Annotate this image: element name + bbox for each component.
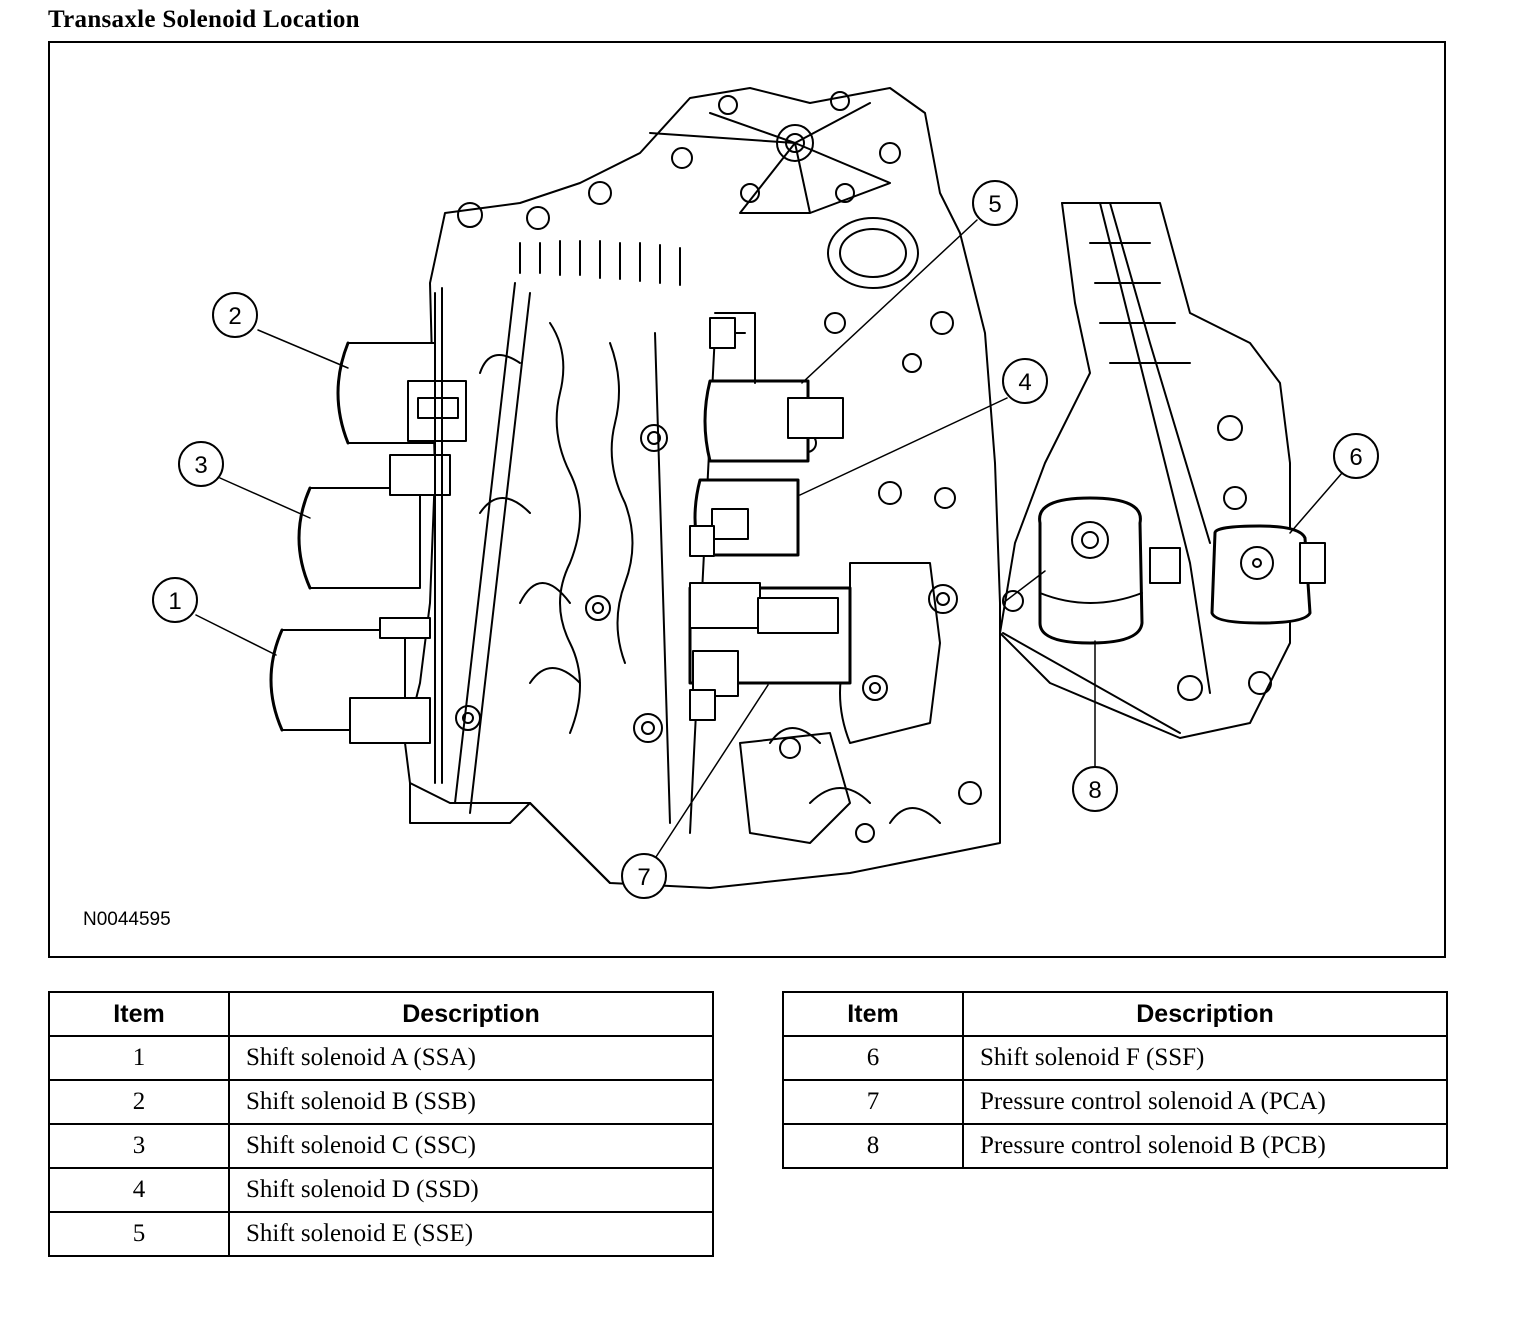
item-description: Shift solenoid F (SSF) bbox=[962, 1035, 1448, 1081]
table-row: 2 Shift solenoid B (SSB) bbox=[48, 1079, 714, 1125]
item-description: Shift solenoid A (SSA) bbox=[228, 1035, 714, 1081]
item-description: Pressure control solenoid B (PCB) bbox=[962, 1123, 1448, 1169]
solenoid-6-ssf bbox=[1149, 524, 1326, 625]
description-column-header: Description bbox=[962, 991, 1448, 1037]
table-row: 6 Shift solenoid F (SSF) bbox=[782, 1035, 1448, 1081]
solenoid-4-ssd bbox=[689, 478, 800, 557]
table-row: 7 Pressure control solenoid A (PCA) bbox=[782, 1079, 1448, 1125]
table-row: 4 Shift solenoid D (SSD) bbox=[48, 1167, 714, 1213]
figure-code: N0044595 bbox=[83, 909, 171, 930]
solenoid-diagram: 2 3 1 5 4 6 7 8 N0044595 bbox=[48, 41, 1446, 958]
solenoid-2-ssb bbox=[336, 341, 467, 445]
item-number: 3 bbox=[48, 1123, 230, 1169]
item-description: Shift solenoid E (SSE) bbox=[228, 1211, 714, 1257]
item-description: Pressure control solenoid A (PCA) bbox=[962, 1079, 1448, 1125]
item-description: Shift solenoid B (SSB) bbox=[228, 1079, 714, 1125]
legend-header-row: Item Description bbox=[48, 991, 714, 1037]
item-number: 4 bbox=[48, 1167, 230, 1213]
item-number: 5 bbox=[48, 1211, 230, 1257]
table-row: 1 Shift solenoid A (SSA) bbox=[48, 1035, 714, 1081]
table-row: 3 Shift solenoid C (SSC) bbox=[48, 1123, 714, 1169]
description-column-header: Description bbox=[228, 991, 714, 1037]
item-column-header: Item bbox=[48, 991, 230, 1037]
legend-table-right: Item Description 6 Shift solenoid F (SSF… bbox=[782, 991, 1448, 1169]
item-number: 1 bbox=[48, 1035, 230, 1081]
item-description: Shift solenoid D (SSD) bbox=[228, 1167, 714, 1213]
legend-header-row: Item Description bbox=[782, 991, 1448, 1037]
callout-leaders bbox=[195, 219, 1343, 861]
valve-body-illustration bbox=[195, 87, 1343, 889]
solenoid-1-ssa bbox=[269, 617, 431, 744]
table-row: 5 Shift solenoid E (SSE) bbox=[48, 1211, 714, 1257]
item-description: Shift solenoid C (SSC) bbox=[228, 1123, 714, 1169]
solenoid-7-pca bbox=[688, 582, 852, 721]
item-number: 6 bbox=[782, 1035, 964, 1081]
item-number: 2 bbox=[48, 1079, 230, 1125]
item-number: 8 bbox=[782, 1123, 964, 1169]
item-column-header: Item bbox=[782, 991, 964, 1037]
page-title: Transaxle Solenoid Location bbox=[48, 6, 360, 33]
solenoid-8-pcb bbox=[1038, 496, 1144, 645]
solenoid-3-ssc bbox=[297, 454, 451, 590]
item-number: 7 bbox=[782, 1079, 964, 1125]
solenoid-5-sse bbox=[703, 312, 844, 463]
table-row: 8 Pressure control solenoid B (PCB) bbox=[782, 1123, 1448, 1169]
valve-body-outline bbox=[404, 87, 1001, 889]
legend-table-left: Item Description 1 Shift solenoid A (SSA… bbox=[48, 991, 714, 1257]
